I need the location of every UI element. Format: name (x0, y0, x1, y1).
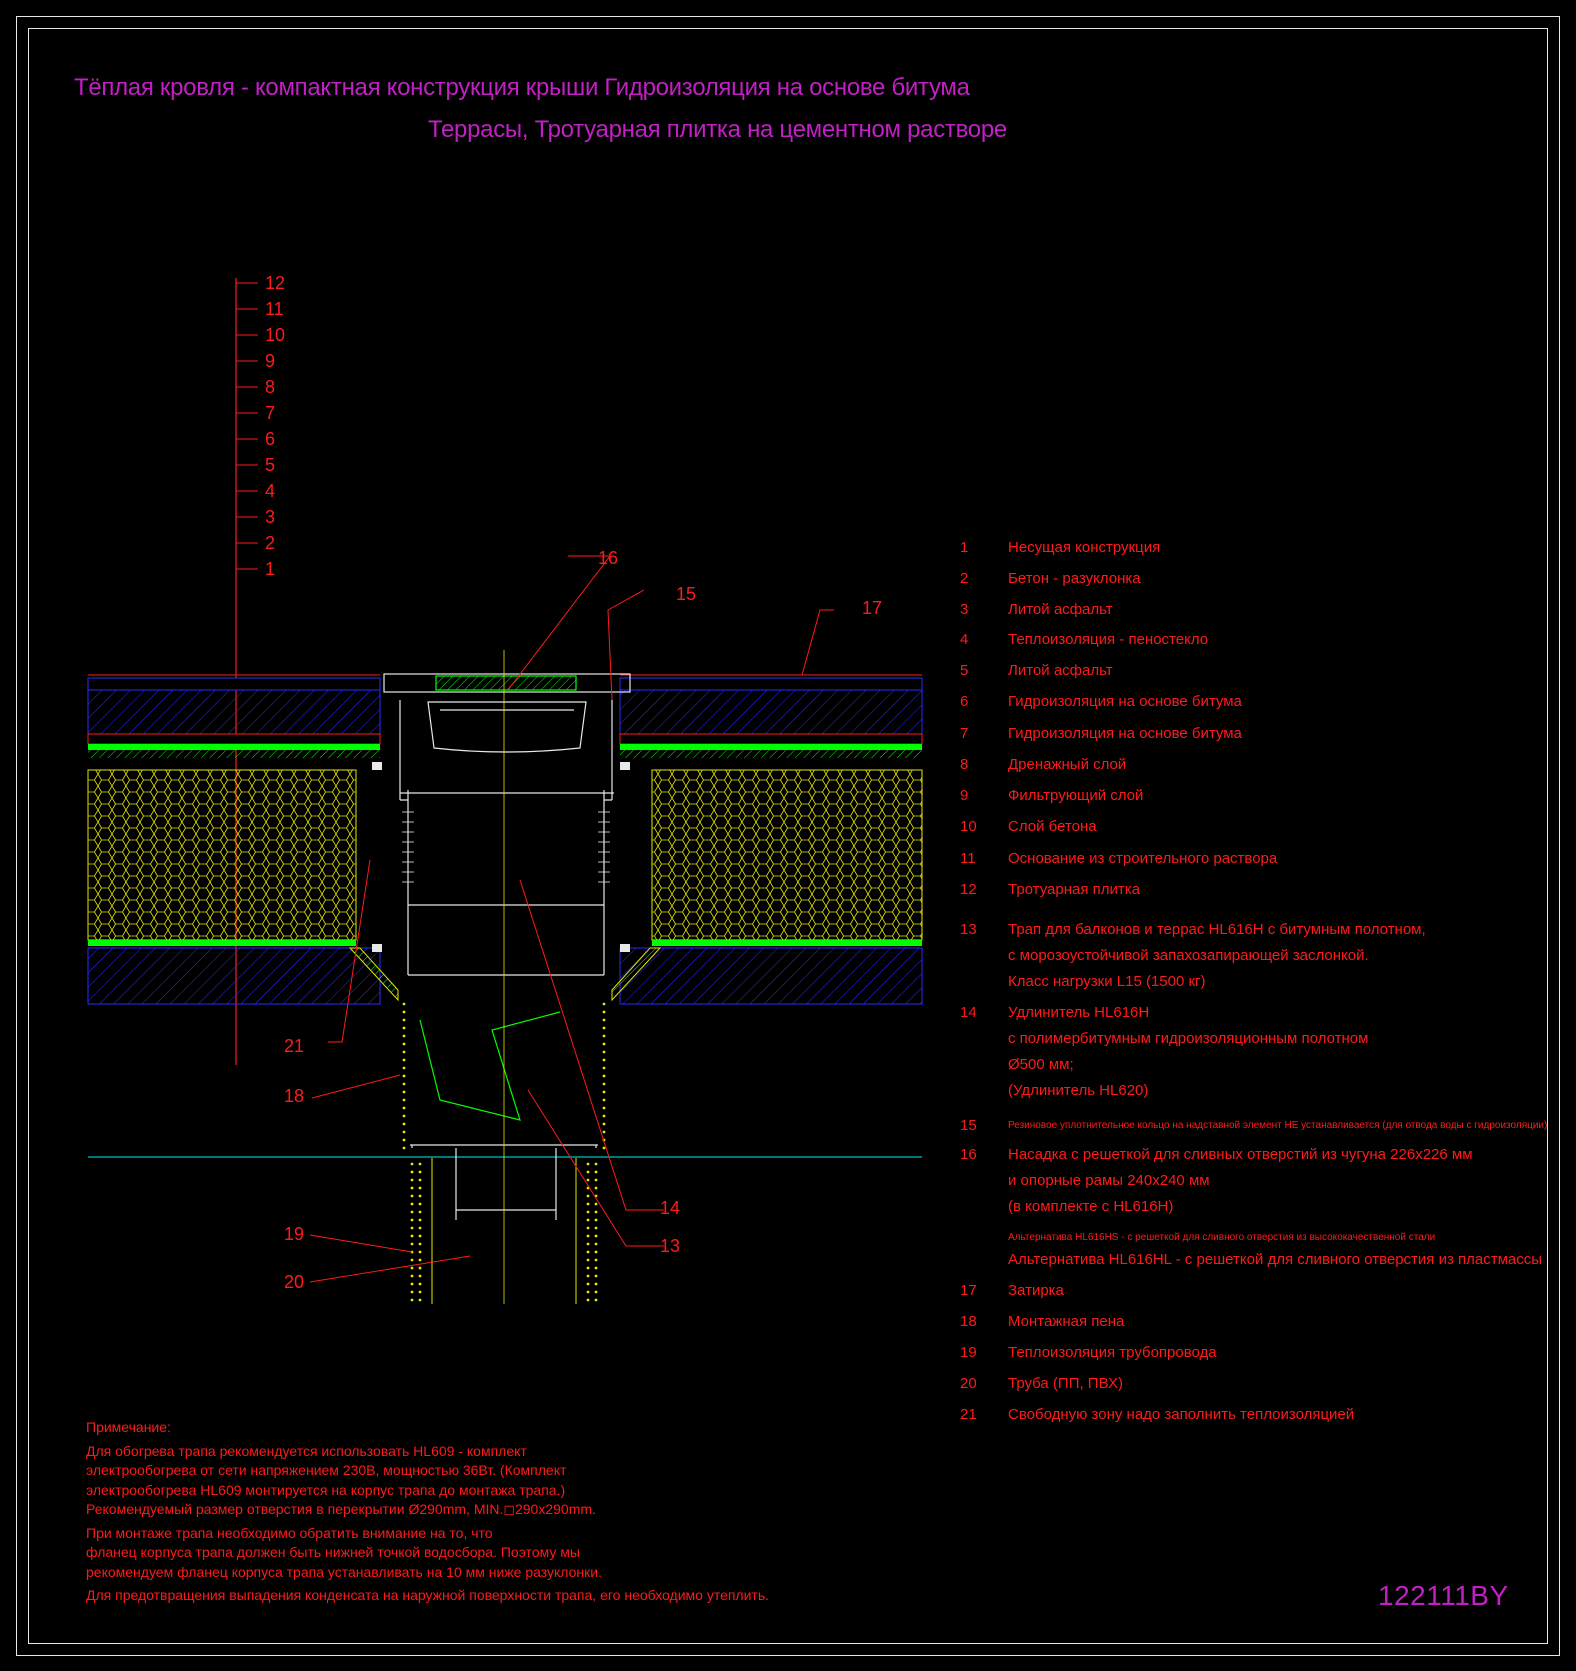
callout-17: 17 (862, 598, 883, 618)
level-label-6: 6 (265, 429, 276, 449)
legend-number: 6 (960, 693, 969, 710)
legend-number: 8 (960, 756, 969, 773)
callout-21: 21 (284, 1036, 305, 1056)
callout-15: 15 (676, 584, 697, 604)
legend-number: 2 (960, 570, 969, 587)
callout-19: 19 (284, 1224, 305, 1244)
legend-number: 9 (960, 787, 969, 804)
level-label-8: 8 (265, 377, 276, 397)
level-label-2: 2 (265, 533, 276, 553)
legend-text: Основание из строительного раствора (1008, 850, 1278, 867)
legend-number: 7 (960, 725, 969, 742)
legend-number: 3 (960, 601, 969, 618)
legend-text: Монтажная пена (1008, 1313, 1125, 1330)
legend-number: 10 (960, 818, 977, 835)
callout-16: 16 (598, 548, 619, 568)
legend-number: 13 (960, 921, 977, 938)
level-label-10: 10 (265, 325, 286, 345)
legend-number: 15 (960, 1117, 977, 1134)
callout-14: 14 (660, 1198, 681, 1218)
legend-text: Труба (ПП, ПВХ) (1008, 1375, 1123, 1392)
level-label-7: 7 (265, 403, 276, 423)
legend-text: Удлинитель HL616H с полимербитумным гидр… (1008, 1004, 1369, 1099)
notes-heading: Примечание: (86, 1419, 171, 1435)
legend-number: 5 (960, 662, 969, 679)
legend-number: 19 (960, 1344, 977, 1361)
legend-number: 18 (960, 1313, 977, 1330)
legend-number: 1 (960, 539, 969, 556)
legend-text: Гидроизоляция на основе битума (1008, 725, 1242, 742)
legend-text: Бетон - разуклонка (1008, 570, 1141, 587)
legend-text: Альтернатива HL616HS - с решеткой для сл… (1008, 1232, 1436, 1243)
legend-text: Дренажный слой (1008, 756, 1127, 773)
callout-20: 20 (284, 1272, 305, 1292)
notes-paragraph-2: При монтаже трапа необходимо обратить вн… (86, 1524, 602, 1580)
legend-number: 21 (960, 1406, 977, 1423)
legend-text: Свободную зону надо заполнить теплоизоля… (1008, 1406, 1355, 1423)
legend-text: Теплоизоляция - пеностекло (1008, 631, 1209, 648)
callout-13: 13 (660, 1236, 681, 1256)
legend-text: Альтернатива HL616HL - с решеткой для сл… (1008, 1251, 1543, 1268)
level-label-12: 12 (265, 273, 286, 293)
legend-text: Теплоизоляция трубопровода (1008, 1344, 1217, 1361)
legend-text: Несущая конструкция (1008, 539, 1161, 556)
level-label-4: 4 (265, 481, 276, 501)
level-label-3: 3 (265, 507, 276, 527)
legend-text: Трап для балконов и террас HL616H с биту… (1008, 921, 1426, 990)
legend-text: Слой бетона (1008, 818, 1097, 835)
legend-number: 17 (960, 1282, 977, 1299)
notes-paragraph-3: Для предотвращения выпадения конденсата … (86, 1587, 770, 1603)
legend-text: Резиновое уплотнительное кольцо на надст… (1008, 1120, 1548, 1131)
legend-text: Гидроизоляция на основе битума (1008, 693, 1242, 710)
level-label-1: 1 (265, 559, 276, 579)
legend-number: 16 (960, 1146, 977, 1163)
legend-text: Литой асфальт (1008, 601, 1113, 618)
notes-paragraph-1: Для обогрева трапа рекомендуется использ… (86, 1442, 596, 1518)
legend-text: Фильтрующий слой (1008, 787, 1144, 804)
inner-frame (28, 28, 1548, 1644)
legend-number: 4 (960, 631, 969, 648)
legend-text: Насадка с решеткой для сливных отверстий… (1008, 1146, 1473, 1215)
legend-number: 12 (960, 881, 977, 898)
level-label-5: 5 (265, 455, 276, 475)
legend-number: 20 (960, 1375, 977, 1392)
legend-text: Литой асфальт (1008, 662, 1113, 679)
legend-text: Тротуарная плитка (1008, 881, 1141, 898)
notes: Примечание: Для обогрева трапа рекоменду… (86, 1418, 806, 1610)
drawing-title-line2: Террасы, Тротуарная плитка на цементном … (428, 116, 1007, 143)
legend-number: 14 (960, 1004, 977, 1021)
drawing-code: 122111BY (1378, 1580, 1509, 1611)
drawing-title-line1: Тёплая кровля - компактная конструкция к… (74, 74, 970, 101)
outer-frame (16, 16, 1560, 1656)
callout-18: 18 (284, 1086, 305, 1106)
level-label-9: 9 (265, 351, 276, 371)
level-label-11: 11 (265, 299, 284, 319)
legend-number: 11 (960, 850, 976, 867)
legend-text: Затирка (1008, 1282, 1064, 1299)
